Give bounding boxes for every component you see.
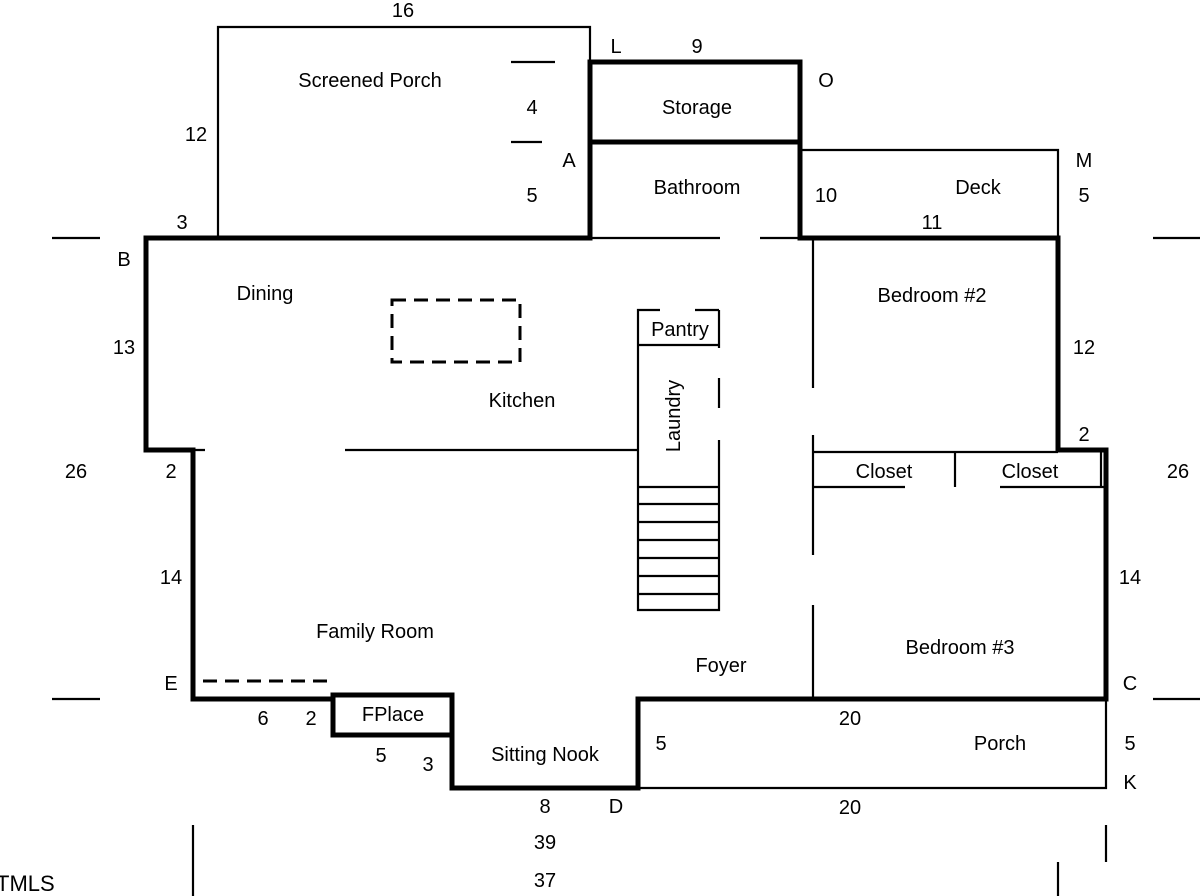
kitchen-island: [390, 298, 522, 364]
dim-bed3-right: 14: [1119, 567, 1141, 589]
pantry-label: Pantry: [651, 319, 709, 341]
bedroom2-label: Bedroom #2: [878, 285, 987, 307]
dim-e-two: 2: [305, 708, 316, 730]
dim-storage-top: 9: [691, 36, 702, 58]
dim-nook-eight: 8: [539, 796, 550, 818]
dim-left-overall: 26: [65, 461, 87, 483]
sitting-nook-label: Sitting Nook: [491, 744, 600, 766]
dining-label: Dining: [237, 283, 294, 305]
dim-fplace-three: 3: [422, 754, 433, 776]
dim-porch-left: 12: [185, 124, 207, 146]
dim-bed2-right: 12: [1073, 337, 1095, 359]
extension-lines: [52, 236, 1200, 896]
pantry-laundry-outline: [636, 308, 721, 612]
dim-porch-right: 5: [1124, 733, 1135, 755]
foyer-label: Foyer: [695, 655, 746, 677]
front-porch-outline: [638, 699, 1108, 790]
corner-o: O: [818, 70, 834, 92]
deck-label: Deck: [955, 177, 1002, 199]
fplace-outline: [330, 692, 455, 738]
laundry-label: Laundry: [663, 380, 685, 452]
dim-nook-five: 5: [655, 733, 666, 755]
family-room-label: Family Room: [316, 621, 434, 643]
dim-dining-left: 13: [113, 337, 135, 359]
screened-porch-label: Screened Porch: [298, 70, 441, 92]
dim-top-porch: 16: [392, 0, 414, 22]
dim-porch-gap: 4: [526, 97, 537, 119]
closet1-label: Closet: [856, 461, 913, 483]
corner-c: C: [1123, 673, 1137, 695]
corner-b: B: [117, 249, 130, 271]
dim-deck-bottom: 11: [922, 212, 943, 234]
dim-bed2-step: 2: [1078, 424, 1089, 446]
watermark-text: TMLS: [0, 871, 55, 896]
dim-b-offset: 3: [176, 212, 187, 234]
dim-family-left: 14: [160, 567, 182, 589]
bedroom3-label: Bedroom #3: [906, 637, 1015, 659]
dim-e-six: 6: [257, 708, 268, 730]
corner-m: M: [1076, 150, 1093, 172]
dim-porch-lower: 5: [526, 185, 537, 207]
corner-e: E: [164, 673, 177, 695]
dim-fplace-five: 5: [375, 745, 386, 767]
corner-d: D: [609, 796, 623, 818]
stair-treads: [638, 485, 719, 596]
dim-right-overall: 26: [1167, 461, 1189, 483]
bathroom-label: Bathroom: [654, 177, 741, 199]
deck-outline: [800, 148, 1060, 238]
closet2-label: Closet: [1002, 461, 1059, 483]
dim-deck-right: 5: [1078, 185, 1089, 207]
dim-bottom-37: 37: [534, 870, 556, 892]
fplace-label: FPlace: [362, 704, 424, 726]
dim-deck-left: 10: [815, 185, 837, 207]
kitchen-label: Kitchen: [489, 390, 556, 412]
corner-l: L: [610, 36, 621, 58]
storage-outline: [587, 59, 803, 145]
dim-porch-bottom: 20: [839, 797, 861, 819]
porch-label: Porch: [974, 733, 1026, 755]
corner-a: A: [562, 150, 576, 172]
corner-k: K: [1123, 772, 1137, 794]
dim-porch-top: 20: [839, 708, 861, 730]
dim-bottom-39: 39: [534, 832, 556, 854]
house-outline-top-left: [143, 235, 1109, 791]
storage-label: Storage: [662, 97, 732, 119]
dim-left-step: 2: [165, 461, 176, 483]
